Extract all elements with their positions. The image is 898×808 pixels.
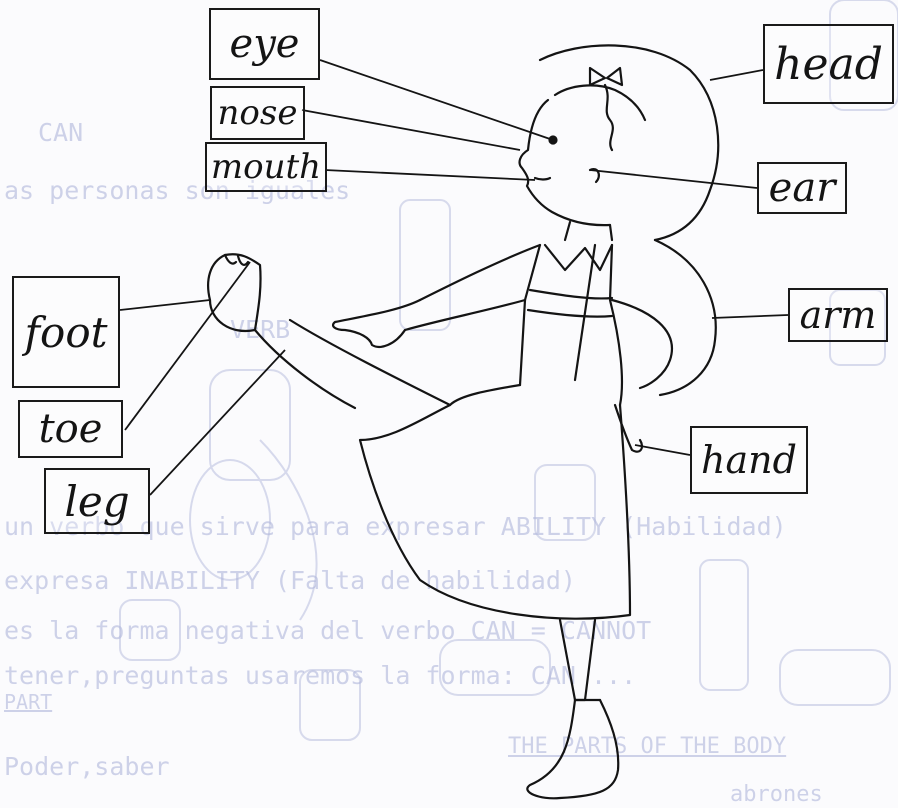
mouth-line: [535, 178, 550, 180]
label-toe-text: toe: [39, 406, 103, 452]
waist-band: [530, 290, 612, 298]
waist-band-2: [528, 310, 612, 317]
toe-pointer: [125, 262, 250, 430]
label-mouth-text: mouth: [211, 147, 321, 187]
torso-left: [520, 245, 540, 385]
foot-raised: [208, 254, 260, 331]
label-foot-text: foot: [25, 308, 108, 357]
collar: [545, 245, 612, 270]
label-hand: hand: [690, 426, 808, 494]
label-toe: toe: [18, 400, 123, 458]
glass-outline: [120, 600, 180, 660]
label-eye: eye: [209, 8, 320, 80]
leg-standing: [560, 620, 595, 700]
label-head-text: head: [774, 39, 883, 90]
skirt: [360, 385, 630, 619]
label-arm: arm: [788, 288, 888, 342]
leg-pointer: [150, 350, 285, 495]
car-outline: [440, 640, 550, 695]
suspender: [575, 245, 595, 380]
head-pointer: [710, 70, 763, 80]
arm-pointer: [712, 315, 788, 318]
mouth-pointer: [325, 170, 535, 180]
label-nose: nose: [210, 86, 305, 140]
ear-pointer: [590, 170, 757, 188]
bottle-outline: [400, 200, 450, 330]
hair-braid: [605, 85, 613, 150]
label-nose-text: nose: [218, 93, 298, 133]
bow-right: [607, 68, 622, 85]
foot-pointer: [120, 300, 210, 310]
arm-pointing-upper: [420, 245, 540, 300]
arm-pointing-lower: [405, 300, 525, 330]
label-foot: foot: [12, 276, 120, 388]
glass-outline: [535, 465, 595, 540]
label-mouth: mouth: [205, 142, 327, 192]
shoe: [527, 700, 618, 798]
label-ear: ear: [757, 162, 847, 214]
bow-left: [590, 68, 605, 85]
car-outline: [780, 650, 890, 705]
bottle-outline: [700, 560, 748, 690]
label-head: head: [763, 24, 894, 104]
label-leg: leg: [44, 468, 150, 534]
torso-right: [610, 245, 622, 405]
hand-pointing: [333, 300, 420, 347]
label-arm-text: arm: [800, 293, 877, 337]
label-hand-text: hand: [701, 438, 797, 482]
glass-outline: [300, 670, 360, 740]
label-eye-text: eye: [230, 21, 300, 67]
face-outline: [520, 100, 610, 225]
nose-pointer: [302, 110, 520, 150]
eye-pointer: [320, 60, 553, 140]
label-ear-text: ear: [769, 165, 836, 211]
hair-front: [555, 85, 645, 120]
bottle-outline: [190, 460, 270, 580]
leg-raised-bottom: [290, 320, 450, 405]
label-leg-text: leg: [64, 477, 129, 526]
hand-pointer: [635, 445, 690, 455]
head-outline: [540, 45, 718, 240]
